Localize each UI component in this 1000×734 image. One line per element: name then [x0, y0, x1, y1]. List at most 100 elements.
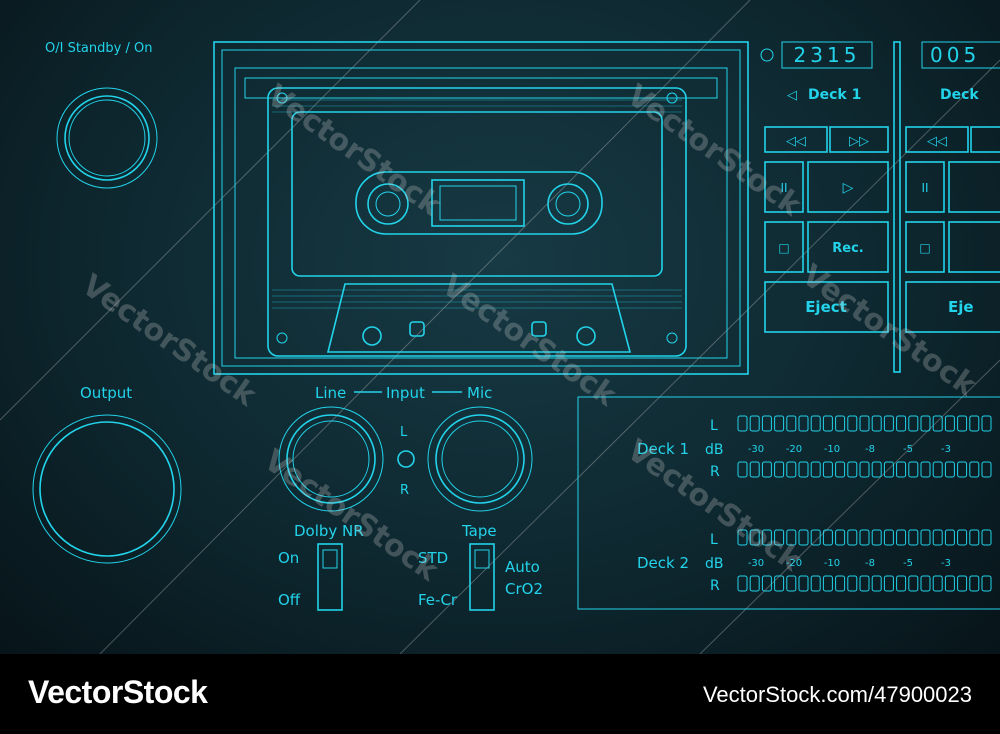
right-meter-segment: [761, 461, 772, 478]
meter-deck-label: Deck 2: [637, 554, 689, 572]
left-meter-segment: [774, 529, 785, 546]
left-meter-segment: [859, 415, 870, 432]
meter-scale-tick: -8: [865, 444, 875, 455]
right-meter-segment: [761, 575, 772, 592]
left-meter-segment: [969, 529, 980, 546]
meter-scale-tick: -8: [865, 558, 875, 569]
left-meter-segment: [981, 529, 992, 546]
left-meter-segment: [761, 415, 772, 432]
svg-text:Eject: Eject: [805, 298, 847, 316]
tape-auto-label: Auto: [505, 558, 540, 576]
left-meter-segment: [944, 415, 955, 432]
left-meter-segment: [786, 415, 797, 432]
left-meter-segment: [774, 415, 785, 432]
right-meter-segment: [822, 461, 833, 478]
left-meter-segment: [871, 529, 882, 546]
balance-l-label: L: [400, 425, 408, 440]
output-knob[interactable]: [32, 414, 182, 564]
left-meter-segment: [810, 415, 821, 432]
dolby-on-label: On: [278, 549, 299, 567]
meter-l-label: L: [710, 532, 718, 548]
left-meter-segment: [822, 415, 833, 432]
input-line-label: Line: [315, 384, 346, 402]
right-meter-segment: [871, 575, 882, 592]
svg-text:Rec.: Rec.: [832, 241, 863, 256]
left-meter-segment: [957, 529, 968, 546]
right-meter-segment: [774, 461, 785, 478]
left-meter-segment: [932, 529, 943, 546]
deck2-play-button[interactable]: [948, 161, 1000, 213]
right-meter-segment: [944, 461, 955, 478]
deck2-counter-value: 005: [930, 43, 980, 67]
deck2-eject-button[interactable]: Eje: [905, 281, 1000, 333]
right-meter-segment: [896, 461, 907, 478]
left-meter-segment: [920, 529, 931, 546]
left-meter-segment: [835, 415, 846, 432]
svg-text:II: II: [921, 181, 928, 195]
dolby-switch[interactable]: [317, 543, 343, 611]
cassette-bay[interactable]: [213, 41, 749, 375]
deck1-pause-button[interactable]: II: [764, 161, 804, 213]
left-meter-segment: [761, 529, 772, 546]
meter-l-label: L: [710, 418, 718, 434]
footer-brand: VectorStock: [28, 674, 208, 710]
svg-text:VectorStock: VectorStock: [620, 78, 808, 224]
right-meter-segment: [969, 575, 980, 592]
dolby-label: Dolby NR: [294, 522, 364, 540]
deck1-counter: [781, 41, 873, 69]
svg-text:VectorStock: VectorStock: [257, 443, 445, 589]
deck2-pause-button[interactable]: II: [905, 161, 945, 213]
svg-text:◁◁: ◁◁: [786, 134, 806, 149]
right-meter-segment: [957, 575, 968, 592]
deck2-rewind-button[interactable]: ◁◁: [905, 126, 969, 153]
svg-text:◁◁: ◁◁: [927, 134, 947, 149]
left-meter-segment: [908, 415, 919, 432]
left-meter-segment: [798, 415, 809, 432]
right-meter-segment: [896, 575, 907, 592]
right-meter-segment: [981, 575, 992, 592]
meter-scale-tick: -3: [941, 558, 951, 569]
deck1-eject-button[interactable]: Eject: [764, 281, 889, 333]
left-meter-segment: [749, 529, 760, 546]
tape-switch[interactable]: [469, 543, 495, 611]
left-meter-segment: [737, 529, 748, 546]
left-meter-segment: [908, 529, 919, 546]
tape-std-label: STD: [418, 549, 448, 567]
level-meter-panel: [577, 396, 1000, 610]
mic-input-knob[interactable]: [427, 406, 533, 512]
tape-label: Tape: [461, 522, 497, 540]
deck1-rewind-button[interactable]: ◁◁: [764, 126, 828, 153]
deck1-label: Deck 1: [808, 87, 861, 103]
meter-scale-tick: -10: [824, 444, 840, 455]
deck1-stop-button[interactable]: □: [764, 221, 804, 273]
balance-r-label: R: [400, 483, 409, 498]
svg-text:□: □: [919, 241, 930, 255]
right-meter-segment: [786, 461, 797, 478]
deck1-fast-forward-button[interactable]: ▷▷: [829, 126, 889, 153]
deck-divider: [893, 41, 901, 373]
cassette-deck-blueprint: O/I Standby / On Output: [0, 0, 1000, 655]
right-meter-segment: [859, 575, 870, 592]
left-meter-segment: [969, 415, 980, 432]
deck1-record-button[interactable]: Rec.: [807, 221, 889, 273]
meter-scale-tick: -30: [748, 444, 764, 455]
line-input-knob[interactable]: [278, 406, 384, 512]
balance-switch[interactable]: [397, 450, 415, 468]
deck2-fast-forward-button[interactable]: [970, 126, 1000, 153]
right-meter-segment: [981, 461, 992, 478]
right-meter-segment: [908, 575, 919, 592]
left-meter-segment: [896, 415, 907, 432]
deck2-record-button[interactable]: [948, 221, 1000, 273]
deck2-stop-button[interactable]: □: [905, 221, 945, 273]
right-meter-segment: [798, 575, 809, 592]
deck1-play-button[interactable]: ▷: [807, 161, 889, 213]
left-meter-segment: [786, 529, 797, 546]
left-meter-segment: [737, 415, 748, 432]
power-button[interactable]: [56, 87, 158, 189]
right-meter-segment: [883, 575, 894, 592]
meter-scale-tick: -20: [786, 558, 802, 569]
footer-image-id: VectorStock.com/47900023: [702, 682, 972, 707]
footer: VectorStock VectorStock.com/47900023: [0, 654, 1000, 734]
dolby-off-label: Off: [278, 591, 301, 609]
